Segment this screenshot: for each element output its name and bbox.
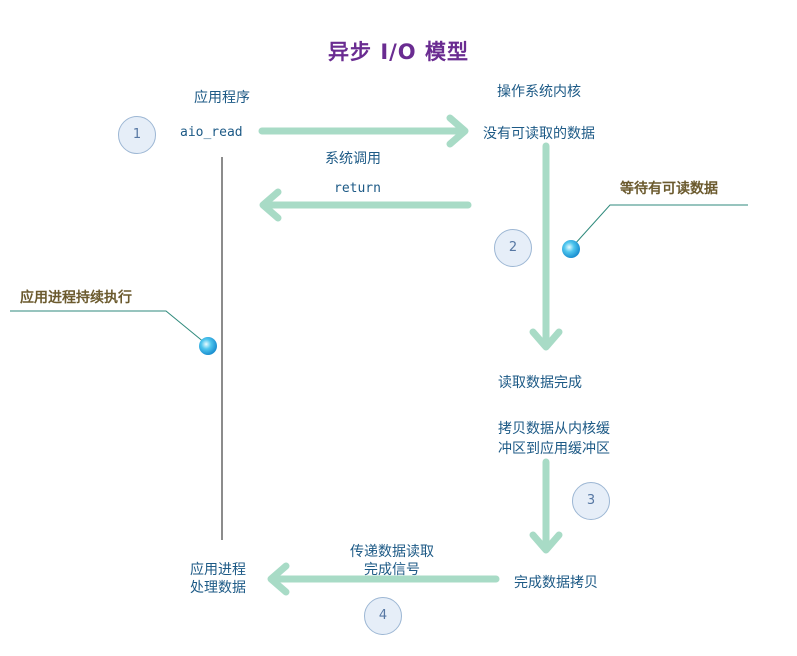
callout-dot-waiting [562, 240, 580, 258]
diagram-title: 异步 I/O 模型 [328, 40, 469, 64]
step-badge-2: 2 [494, 229, 532, 267]
return-label: return [334, 181, 381, 196]
app-process-line1: 应用进程 [190, 562, 246, 578]
step-badge-4: 4 [364, 597, 402, 635]
arrow-signal [267, 562, 500, 596]
callout-leader-waiting [573, 204, 748, 246]
copy-done-label: 完成数据拷贝 [514, 575, 598, 591]
callout-continues: 应用进程持续执行 [20, 290, 132, 306]
callout-dot-continues [199, 337, 217, 355]
step-badge-3: 3 [572, 482, 610, 520]
callout-waiting: 等待有可读数据 [620, 181, 718, 197]
arrow-return [259, 188, 472, 222]
no-data-label: 没有可读取的数据 [483, 126, 595, 142]
copy-line2: 冲区到应用缓冲区 [498, 441, 610, 457]
app-process-line2: 处理数据 [190, 580, 246, 596]
step-badge-1: 1 [118, 116, 156, 154]
arrow-copy-down [529, 458, 563, 554]
copy-line1: 拷贝数据从内核缓 [498, 421, 610, 437]
signal-line2: 完成信号 [364, 562, 420, 578]
kernel-header: 操作系统内核 [497, 84, 581, 100]
aio-read-label: aio_read [180, 125, 243, 140]
signal-line1: 传递数据读取 [350, 544, 434, 560]
arrow-wait-down [529, 142, 563, 351]
callout-leader-continues [10, 310, 206, 344]
read-done-label: 读取数据完成 [498, 375, 582, 391]
syscall-label: 系统调用 [325, 151, 381, 167]
app-header: 应用程序 [194, 90, 250, 106]
arrow-aio-read [258, 114, 469, 148]
